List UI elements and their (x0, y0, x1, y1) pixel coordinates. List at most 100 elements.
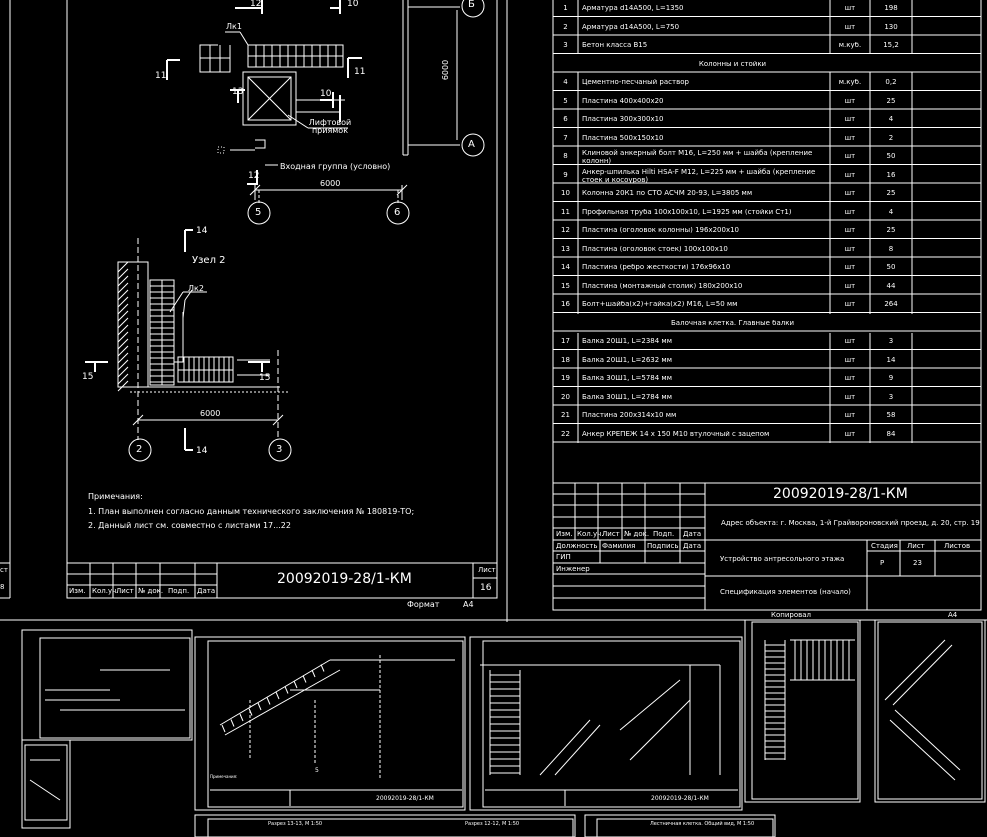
stage-value: Р (880, 559, 885, 567)
rtb-col-kol: Кол.уч. (577, 530, 604, 538)
spec-cell-number: 2 (563, 23, 568, 31)
left-col-izm: Изм. (69, 587, 86, 595)
spec-cell-name: Анкер КРЕПЕЖ 14 х 150 М10 втулочный с за… (582, 430, 770, 438)
cut-10-top: 10 (347, 0, 359, 9)
spec-cell-number: 21 (561, 412, 570, 419)
rtb-col-doc: № док. (624, 530, 650, 538)
dim-6000-vertical: 6000 (441, 59, 451, 81)
note-2: 2. Данный лист см. совместно с листами 1… (88, 521, 291, 530)
role-header-position: Должность (556, 542, 598, 550)
rtb-col-podp: Подп. (653, 530, 675, 538)
axis-label-3: 3 (276, 444, 283, 455)
rtb-format: А4 (948, 611, 958, 619)
spec-cell-unit: шт (844, 356, 856, 364)
spec-cell-unit: шт (844, 171, 856, 179)
spec-cell-unit: шт (844, 208, 856, 216)
spec-cell-qty: 4 (888, 116, 894, 123)
rtb-col-izm: Изм. (556, 530, 573, 538)
spec-cell-qty: 25 (886, 97, 896, 105)
rtb-col-date: Дата (683, 530, 702, 538)
spec-cell-name: Пластина (монтажный столик) 180х200х10 (582, 282, 743, 290)
spec-cell-name: Пластина 300х300х10 (582, 116, 664, 123)
left-col-kol: Кол.уч. (92, 587, 119, 595)
spec-cell-unit: шт (844, 264, 856, 271)
spec-cell-number: 22 (561, 430, 570, 438)
spec-cell-number: 10 (561, 190, 570, 197)
spec-cell-qty: 25 (886, 227, 896, 234)
stair-plan[interactable] (166, 0, 485, 225)
spec-cell-qty: 0,2 (885, 79, 897, 86)
node-2-dim: 6000 (200, 409, 221, 418)
thumbnail-sheets[interactable] (21, 619, 986, 837)
spec-cell-name: Арматура d14A500, L=1350 (582, 5, 684, 12)
spec-cell-unit: шт (844, 134, 856, 142)
rtb-col-list: Лист (602, 530, 620, 538)
spec-cell-unit: шт (844, 430, 856, 438)
node-2-title: Узел 2 (192, 255, 226, 266)
sheet-title: Спецификация элементов (начало) (720, 588, 851, 596)
axis-label-A: А (468, 139, 475, 150)
spec-cell-unit: шт (844, 153, 856, 160)
node-2-cut-right: 15 (259, 373, 271, 383)
spec-cell-name: Профильная труба 100х100х10, L=1925 мм (… (582, 208, 792, 216)
spec-cell-name: Балка 30Ш1, L=2784 мм (582, 393, 672, 401)
left-sheet-label: Лист (478, 566, 496, 574)
spec-cell-name: Балка 20Ш1, L=2632 мм (582, 356, 672, 364)
spec-cell-qty: 25 (886, 190, 896, 197)
right-drawing-number: 20092019-28/1-КМ (773, 486, 908, 502)
spec-cell-name: Бетон класса В15 (582, 42, 648, 49)
spec-cell-name: Пластина 200х314х10 мм (582, 412, 677, 419)
dim-6000-horizontal: 6000 (320, 179, 341, 188)
spec-cell-qty: 8 (888, 245, 894, 253)
sheets-label: Листов (944, 542, 971, 550)
cut-11-right: 11 (354, 67, 366, 77)
axis-label-5: 5 (255, 207, 262, 218)
spec-cell-qty: 3 (888, 393, 894, 401)
spec-cell-name: Колонна 20К1 по СТО АСЧМ 20-93, L=3805 м… (582, 190, 753, 197)
elevator-pit-label: Лифтовой приямок (308, 118, 352, 135)
spec-cell-qty: 50 (886, 153, 896, 160)
spec-cell-unit: шт (844, 97, 856, 105)
spec-cell-qty: 264 (884, 301, 898, 308)
node-2-drawing[interactable] (85, 229, 292, 462)
spec-cell-name: Пластина (оголовок стоек) 100х100х10 (582, 245, 728, 253)
spec-cell-qty: 50 (886, 264, 896, 271)
spec-cell-number: 9 (563, 171, 568, 179)
spec-cell-number: 5 (563, 97, 568, 105)
spec-cell-name: Пластина 500х150х10 (582, 134, 664, 142)
left-col-doc: № док. (138, 587, 164, 595)
spec-cell-name: Болт+шайба(х2)+гайка(х2) М16, L=50 мм (582, 301, 738, 308)
spec-cell-unit: м.куб. (838, 79, 862, 86)
spec-cell-qty: 130 (884, 23, 898, 31)
thumb-b-number: 20092019-28/1-КМ (651, 795, 709, 802)
spec-cell-number: 4 (563, 79, 568, 86)
cut-13: 13 (232, 87, 244, 97)
thumb-a-number: 20092019-28/1-КМ (376, 795, 434, 802)
spec-cell-unit: шт (844, 245, 856, 253)
spec-cell-unit: шт (844, 393, 856, 401)
spec-cell-unit: шт (844, 190, 856, 197)
node-2-cut-left: 15 (82, 372, 94, 382)
spec-cell-number: 6 (563, 116, 568, 123)
axis-label-6: 6 (394, 207, 401, 218)
spec-cell-name: Клиновой анкерный болт М16, L=250 мм + ш… (582, 149, 813, 165)
node-2-cut-top: 14 (196, 226, 208, 236)
spec-cell-unit: шт (844, 301, 856, 308)
cut-10-mid: 10 (320, 89, 332, 99)
address-text: Адрес объекта: г. Москва, 1-й Грайвороно… (721, 519, 980, 527)
spec-cell-qty: 4 (888, 208, 894, 216)
spec-cell-qty: 198 (884, 5, 898, 12)
thumb-a-notes: Примечания: (210, 774, 238, 779)
spec-cell-unit: м.куб. (838, 42, 862, 49)
cut-12-bottom: 12 (248, 171, 260, 181)
role-header-signature: Подпись (647, 542, 679, 550)
spec-cell-qty: 14 (886, 356, 896, 364)
spec-cell-unit: шт (844, 412, 856, 419)
left-col-podp: Подп. (168, 587, 190, 595)
spec-cell-unit: шт (844, 338, 856, 345)
axis-label-2: 2 (136, 444, 143, 455)
spec-cell-name: Арматура d14A500, L=750 (582, 23, 680, 31)
note-1: 1. План выполнен согласно данным техниче… (88, 507, 415, 516)
spec-cell-name: Анкер-шпилька Hilti HSA-F M12, L=225 мм … (582, 167, 816, 184)
